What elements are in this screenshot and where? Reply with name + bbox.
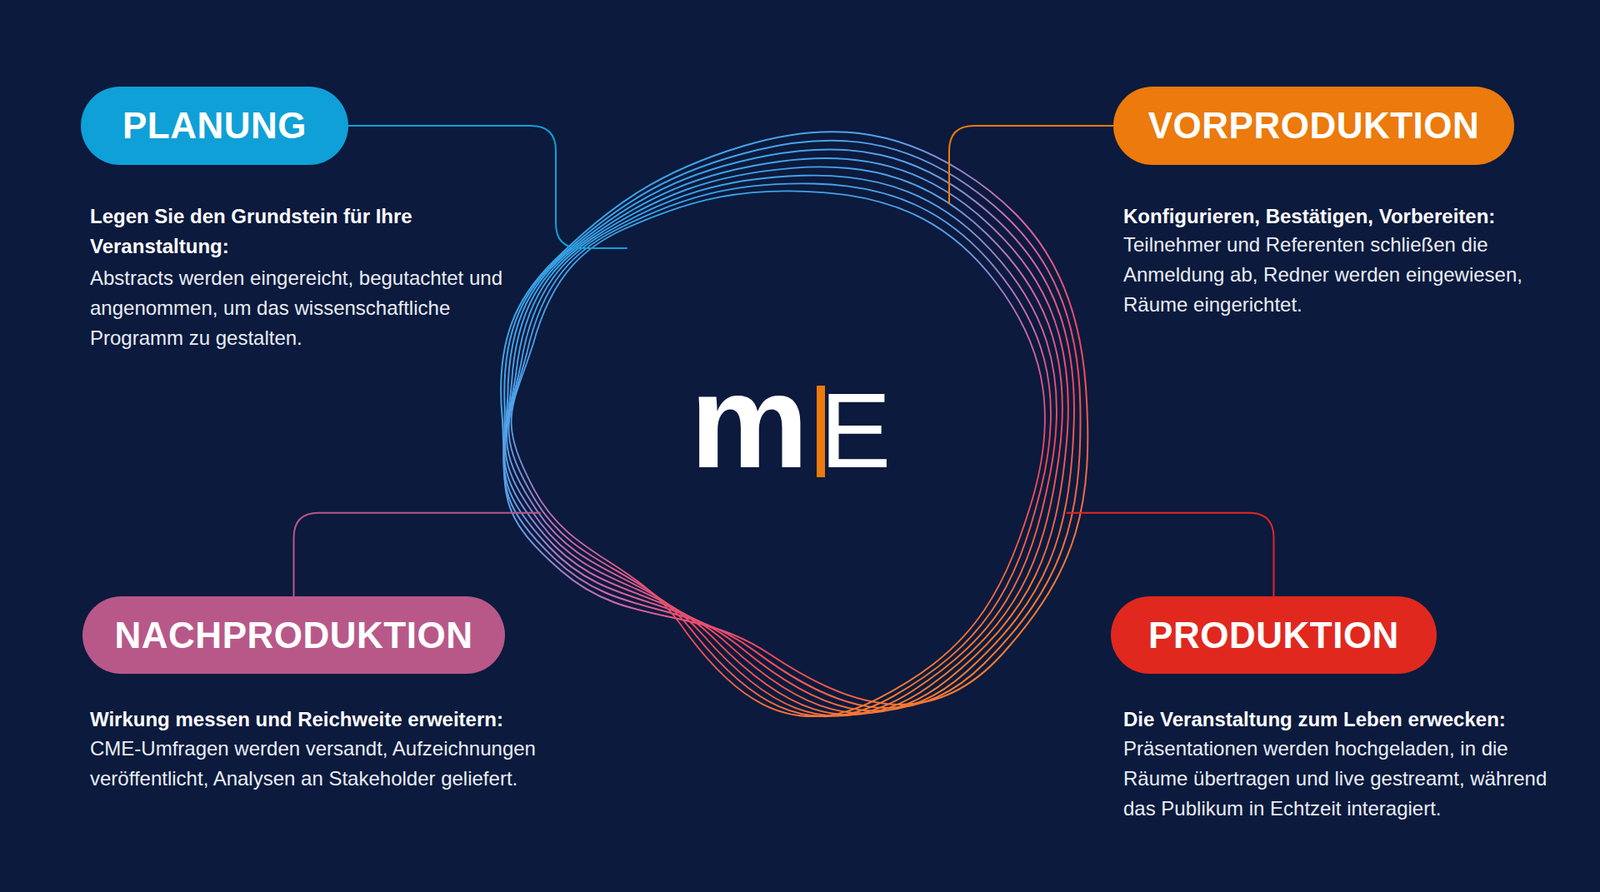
connector-line xyxy=(294,513,541,597)
phase-pill: VORPRODUKTIONKonfigurieren, Bestätigen, … xyxy=(1113,86,1515,165)
wave-ring xyxy=(500,131,1088,705)
logo-hub: mE xyxy=(492,119,1095,723)
wave-ring xyxy=(477,117,1102,730)
phase-lead: Wirkung messen und Reichweite erweitern: xyxy=(90,705,557,735)
phase-description: CME-Umfragen werden versandt, Aufzeichnu… xyxy=(90,734,557,795)
phase-pill: PRODUKTIONDie Veranstaltung zum Leben er… xyxy=(1110,596,1437,675)
wave-ring xyxy=(451,105,1114,758)
phase-lead: Konfigurieren, Bestätigen, Vorbereiten: xyxy=(1123,201,1574,232)
phase-lead: Die Veranstaltung zum Leben erwecken: xyxy=(1123,705,1578,735)
logo-divider xyxy=(816,385,825,478)
logo-letter: m xyxy=(690,355,809,489)
phase-title: PLANUNG xyxy=(80,86,349,165)
phase-description: Präsentationen werden hochgeladen, in di… xyxy=(1123,734,1578,825)
phase-lead: Legen Sie den Grundstein für Ihre Verans… xyxy=(90,201,540,262)
wave-ring xyxy=(445,103,1115,765)
wave-ring xyxy=(440,102,1115,770)
phase-description: Teilnehmer und Referenten schließen die … xyxy=(1123,230,1574,320)
wave-ring xyxy=(467,111,1107,740)
wave-ring xyxy=(459,107,1111,750)
connector-line xyxy=(348,125,628,249)
logo-letter: E xyxy=(820,377,891,485)
phase-title: NACHPRODUKTION xyxy=(82,596,505,675)
phase-pill: NACHPRODUKTIONWirkung messen und Reichwe… xyxy=(82,596,505,675)
phase-title: VORPRODUKTION xyxy=(1113,86,1515,165)
connector-line xyxy=(1066,513,1275,597)
phase-pill: PLANUNGLegen Sie den Grundstein für Ihre… xyxy=(80,86,349,165)
phase-title: PRODUKTION xyxy=(1110,596,1437,675)
connector-line xyxy=(949,125,1114,205)
wave-ring xyxy=(488,124,1095,719)
phase-description: Abstracts werden eingereicht, begutachte… xyxy=(90,263,540,354)
